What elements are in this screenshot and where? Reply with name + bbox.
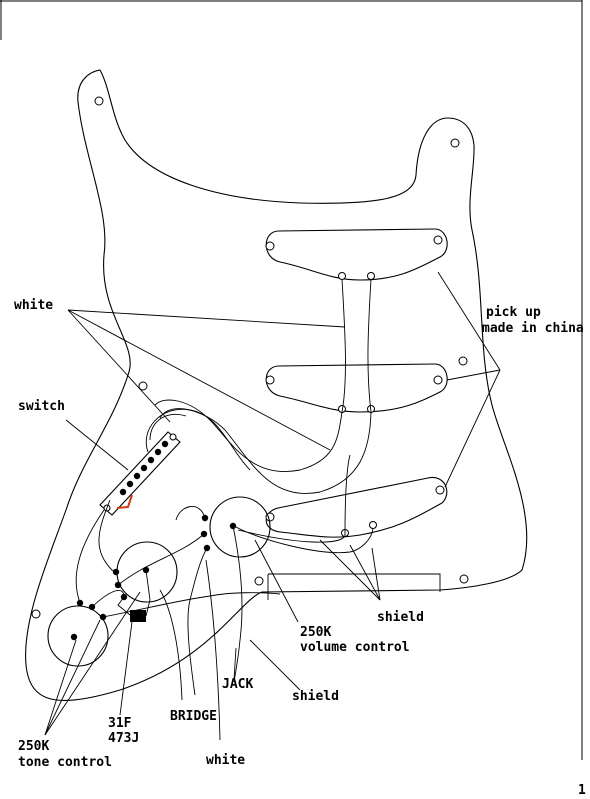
- capacitor-leads: [117, 569, 151, 617]
- corner-mark: 1: [578, 783, 586, 798]
- pickup-bridge: [265, 477, 448, 538]
- screw-hole: [459, 574, 469, 584]
- pickup-middle: [265, 363, 448, 413]
- pickup-neck: [265, 228, 448, 281]
- label-cap-line2: 473J: [108, 731, 139, 746]
- pickguard-outline: [25, 69, 528, 701]
- screw-hole: [458, 356, 468, 366]
- label-volume-line2: volume control: [300, 640, 410, 655]
- leader-lines: [44, 271, 501, 736]
- label-shield-bottom: shield: [292, 689, 339, 704]
- pickup-wires: [145, 278, 374, 554]
- screw-hole: [138, 381, 148, 391]
- screw-hole: [94, 96, 104, 106]
- label-tone-line2: tone control: [18, 755, 112, 770]
- label-white-top: white: [14, 298, 53, 313]
- label-shield-right: shield: [377, 610, 424, 625]
- label-volume-line1: 250K: [300, 625, 331, 640]
- selector-switch: [99, 431, 181, 516]
- capacitor: [130, 610, 146, 622]
- tone-pot-1: [112, 541, 178, 603]
- label-pickup-line2: made in china: [482, 321, 584, 336]
- label-switch: switch: [18, 399, 65, 414]
- label-jack: JACK: [222, 677, 253, 692]
- screw-hole: [254, 576, 264, 586]
- label-cap-line1: 31F: [108, 716, 132, 731]
- label-tone-line1: 250K: [18, 739, 49, 754]
- screw-hole: [31, 609, 41, 619]
- lower-edge-step: [267, 573, 441, 600]
- tone-pot-2: [47, 599, 109, 667]
- label-pickup-line1: pick up: [486, 305, 541, 320]
- label-white-bottom: white: [206, 753, 245, 768]
- screw-hole: [450, 138, 460, 148]
- switch-jumper-wire: [116, 494, 133, 509]
- control-wiring: [75, 499, 281, 741]
- label-bridge: BRIDGE: [170, 709, 217, 724]
